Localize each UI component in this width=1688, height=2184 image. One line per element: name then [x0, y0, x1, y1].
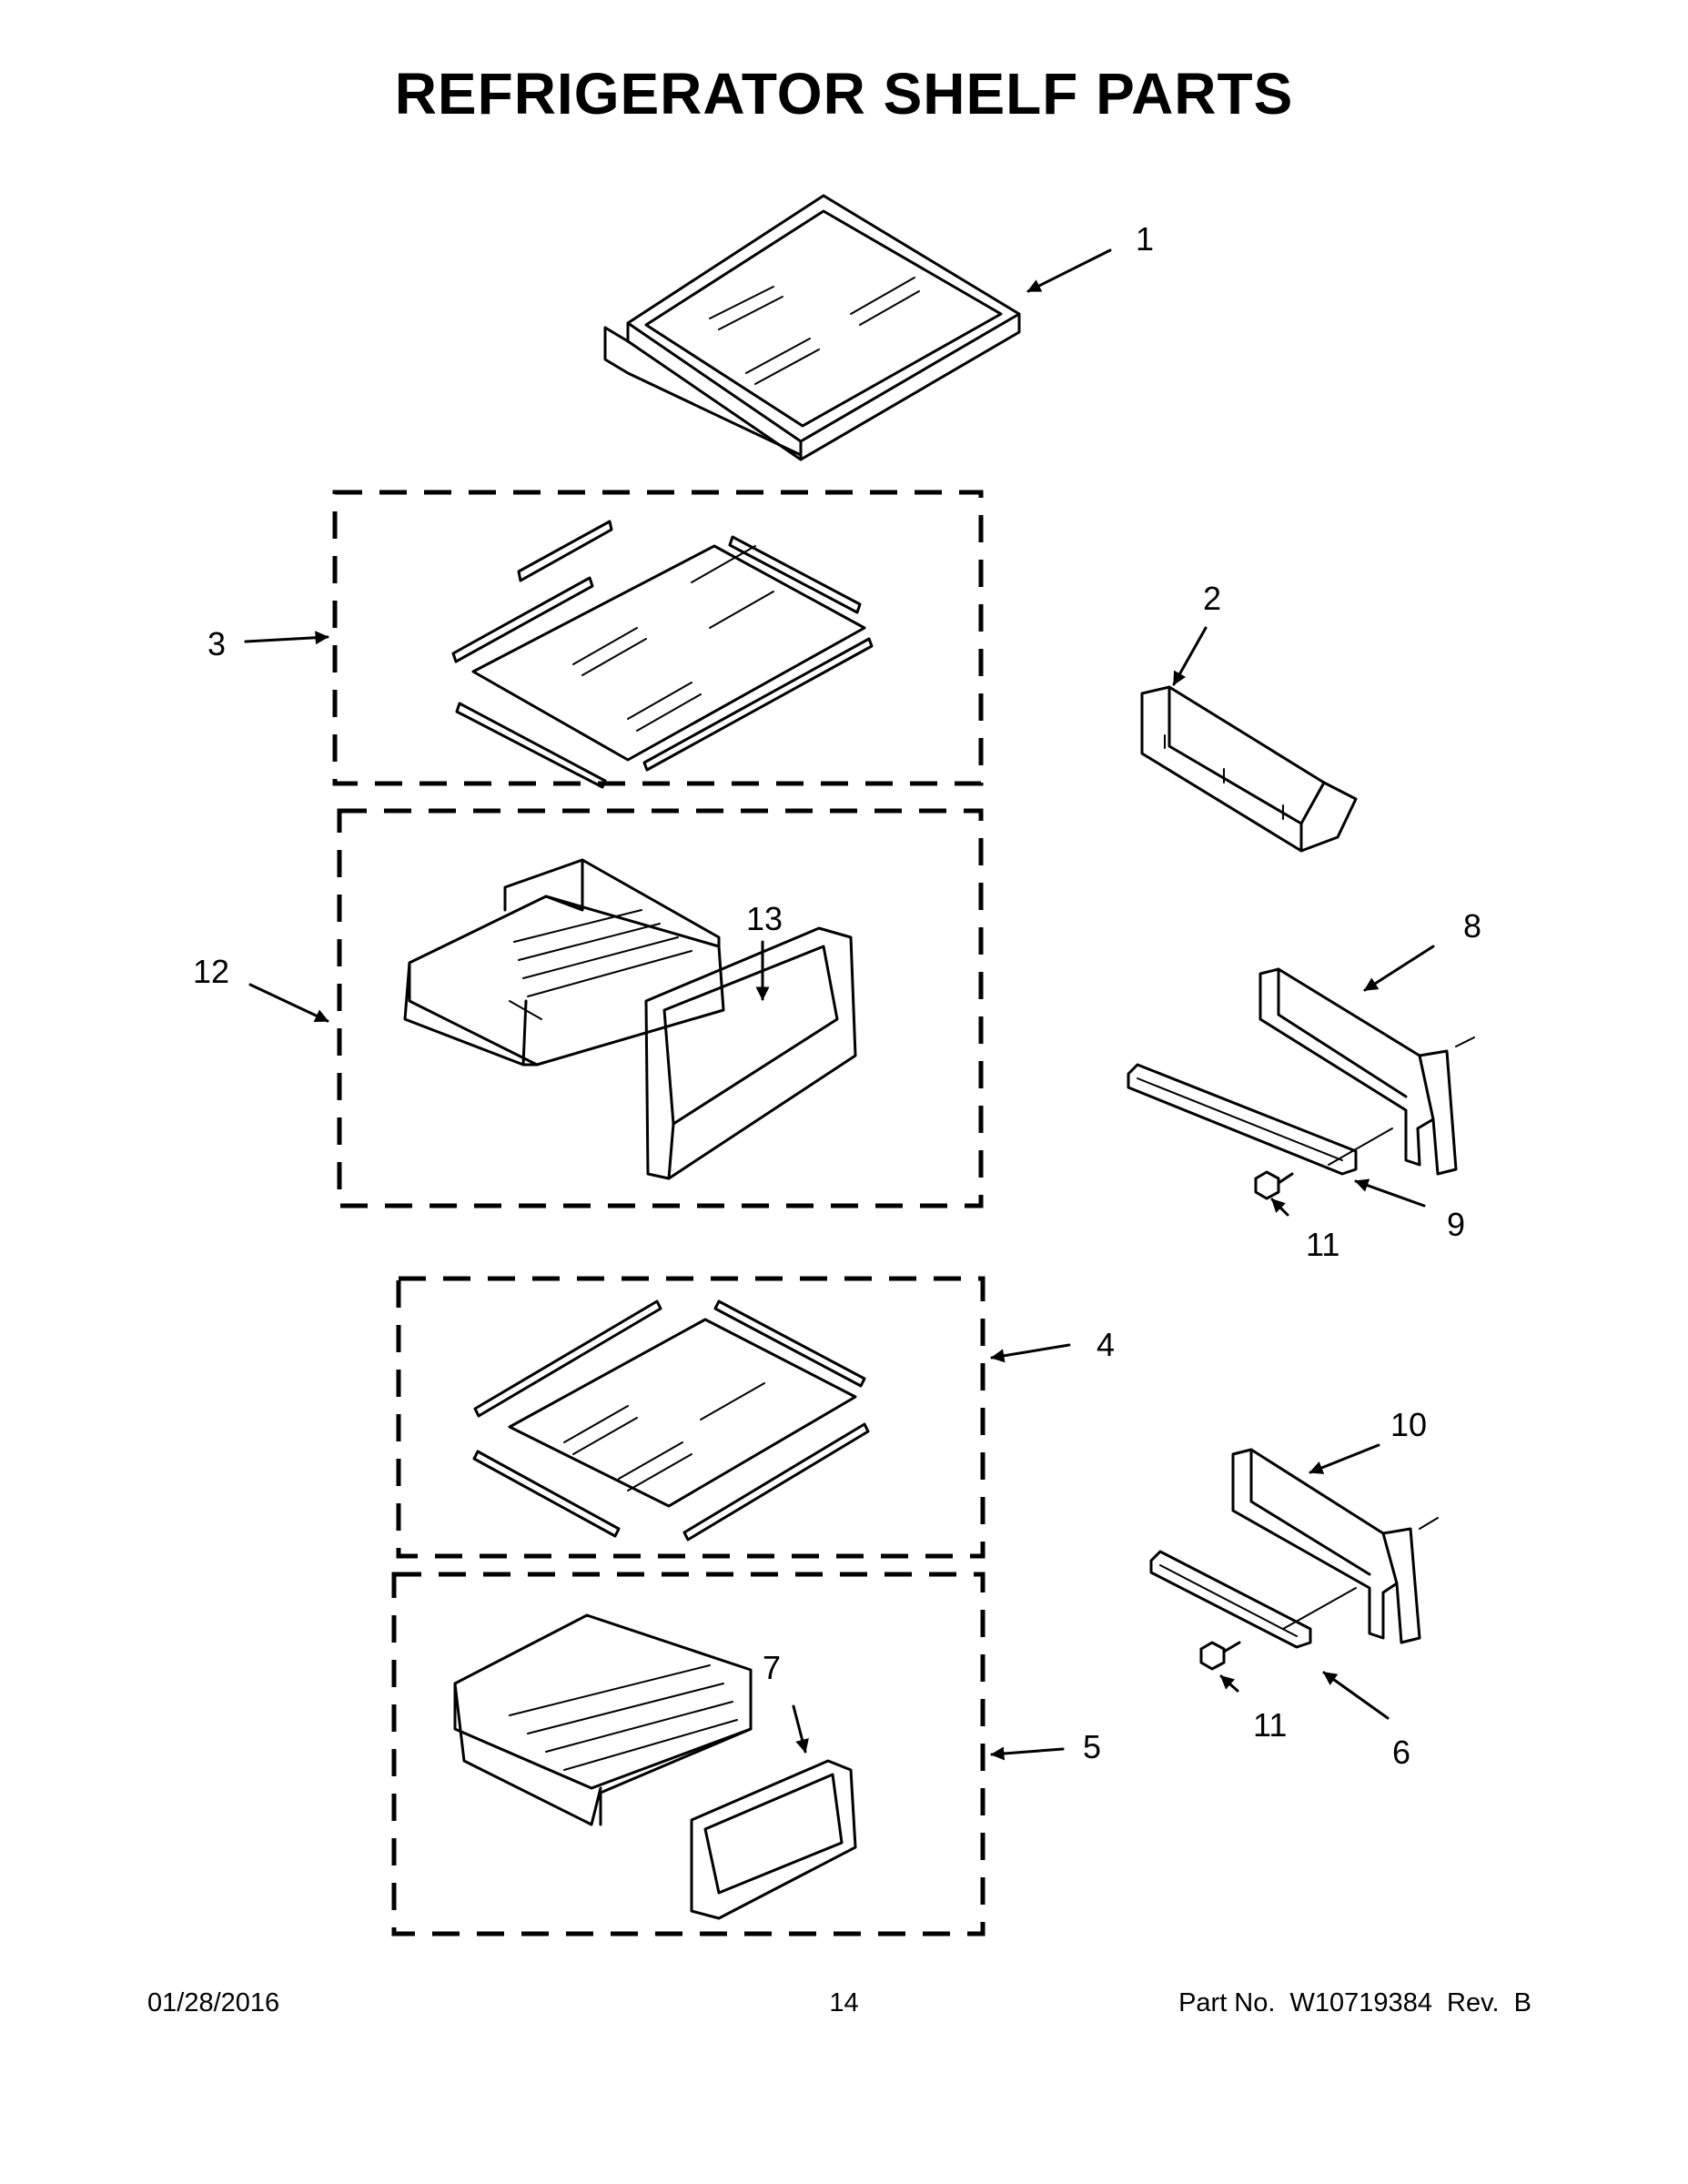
callout-9: 9: [1447, 1206, 1465, 1243]
arrow-5: [990, 1746, 1065, 1761]
footer-part-number: Part No. W10719384 Rev. B: [1178, 1988, 1531, 2017]
part-2-bracket: [1140, 685, 1358, 853]
callout-6: 6: [1392, 1734, 1410, 1771]
arrow-11-upper: [1270, 1198, 1289, 1217]
assembly-box-4: [396, 1276, 986, 1559]
part-1-shelf: [603, 194, 1021, 461]
arrow-3: [244, 631, 329, 645]
leader-arrows: [244, 248, 1435, 1761]
part-4-shelf-kit: [472, 1299, 870, 1542]
arrow-1: [1026, 248, 1112, 293]
arrow-10: [1309, 1443, 1380, 1474]
arrow-7: [792, 1704, 809, 1754]
assembly-box-5: [391, 1572, 986, 1936]
callout-12: 12: [193, 953, 229, 990]
arrow-11-lower: [1219, 1674, 1239, 1693]
part-8-slide-rail: [1258, 967, 1475, 1176]
callout-11-lower: 11: [1253, 1706, 1287, 1744]
arrow-2: [1172, 626, 1208, 686]
callout-7: 7: [763, 1649, 781, 1686]
arrow-4: [990, 1343, 1071, 1363]
arrow-6: [1322, 1671, 1390, 1720]
arrow-8: [1363, 945, 1435, 992]
arrow-9: [1354, 1178, 1426, 1208]
part-12-pan: [403, 858, 725, 1067]
footer-date: 01/28/2016: [147, 1988, 280, 2017]
part-7-pan-cover: [690, 1759, 857, 1920]
assembly-box-12: [337, 808, 984, 1208]
part-11-screw-upper: [1254, 1170, 1294, 1200]
part-10-slide-rail: [1231, 1448, 1439, 1644]
footer-page-number: 14: [829, 1988, 859, 2017]
part-3-shelf-kit: [451, 520, 874, 789]
page-title: REFRIGERATOR SHELF PARTS: [394, 61, 1294, 126]
part-13-pan-cover: [644, 926, 857, 1180]
callout-13: 13: [746, 900, 783, 937]
callout-8: 8: [1463, 907, 1481, 945]
part-5-pan: [453, 1613, 753, 1826]
part-11-screw-lower: [1199, 1641, 1241, 1671]
callout-10: 10: [1390, 1406, 1427, 1443]
callout-5: 5: [1083, 1728, 1101, 1765]
callout-4: 4: [1097, 1326, 1115, 1363]
callout-2: 2: [1203, 580, 1221, 617]
assembly-box-3: [332, 490, 984, 786]
callout-11-upper: 11: [1306, 1226, 1339, 1263]
part-9-slide-track: [1127, 1063, 1393, 1176]
arrow-12: [248, 983, 329, 1023]
callout-3: 3: [207, 625, 226, 662]
part-6-slide-track: [1149, 1550, 1357, 1649]
callout-1: 1: [1136, 220, 1154, 258]
